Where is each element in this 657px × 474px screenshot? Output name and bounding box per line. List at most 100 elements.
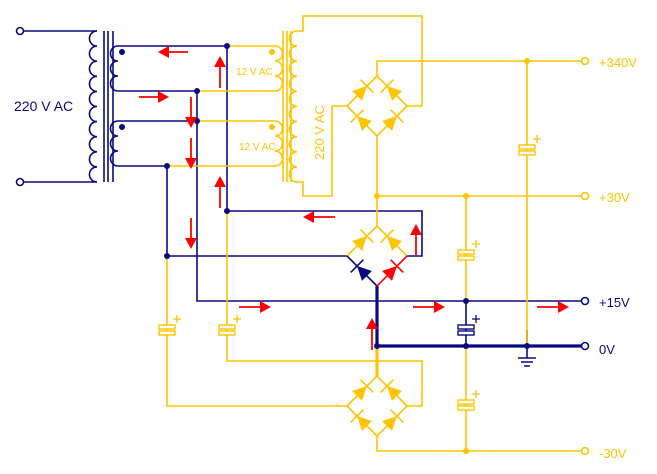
primary-winding [88,30,98,183]
current-arrow [214,56,226,88]
wire [226,46,423,257]
capacitor-plate-negative [457,255,475,261]
arrow-head [158,46,169,58]
plus-sign [173,315,181,323]
plus-sign [472,240,480,248]
lowvolt-winding-bottom [274,120,284,167]
diode-triangle [387,386,402,401]
output-label-plus340v: +340V [599,55,637,70]
junction-dot [463,448,469,454]
electrolytic-capacitor [518,135,541,156]
junction-dot [524,58,530,64]
diode-bar [380,229,394,243]
arrow-head [366,318,378,329]
diode [346,225,378,257]
wire [375,286,583,348]
junction-dot [119,49,125,55]
current-arrow [158,46,188,58]
diode-bar [390,409,404,423]
diode-bar [360,229,374,243]
secondary-top-voltage-label: 12 V AC [236,67,273,78]
diode-bar [380,379,394,393]
diode-bar [350,259,364,273]
current-arrow [139,91,169,103]
ground-icon [518,357,536,367]
arrow-head [434,301,445,313]
arrow-head [185,117,197,128]
current-arrow [185,138,197,169]
input-terminal-bottom [15,177,25,187]
diode [346,405,378,437]
diode [376,105,408,137]
arrow-head [185,158,197,169]
diode-bar [350,109,364,123]
junction-dot [374,343,380,349]
arrow-head [410,224,422,235]
secondary-winding-bottom [109,120,119,167]
output-label-plus15v: +15V [599,295,630,310]
junction-dot [269,49,275,55]
diode-bar [350,409,364,423]
diode [376,255,408,287]
arrow-head [558,301,569,313]
junction-dot [524,343,530,349]
output-terminal-minus30v [580,446,590,456]
junction-dot [194,88,200,94]
plus-sign [472,315,480,323]
current-arrow [303,211,335,223]
current-arrow [214,176,226,208]
current-arrow [413,301,445,313]
capacitor-plate-positive [457,249,475,255]
diode [346,255,378,287]
capacitor-plate-positive [158,324,176,330]
junction-dot [119,124,125,130]
capacitor-plate-negative [457,405,475,411]
electrolytic-capacitor [158,315,181,336]
junction-dot [224,208,230,214]
diode [376,75,408,107]
junction-dot [164,253,170,259]
primary-voltage-label: 220 V AC [14,98,73,114]
current-arrow [239,301,271,313]
junction-dot [374,193,380,199]
output-label-plus30v: +30V [599,190,630,205]
capacitor-plate-positive [218,324,236,330]
capacitor-plate-negative [158,330,176,336]
junction-dot [463,193,469,199]
diode [346,375,378,407]
highvolt-winding [288,30,298,183]
junction-dot [224,43,230,49]
current-arrow [410,224,422,255]
secondary-winding-top [109,45,119,92]
junction-dot [164,163,170,169]
plus-sign [233,315,241,323]
plus-sign [472,390,480,398]
arrow-head [214,176,226,187]
output-label-minus30v: -30V [599,446,627,461]
output-label-0v: 0V [599,342,615,357]
electrolytic-capacitor [457,315,480,336]
output-terminal-plus30v [580,191,590,201]
wire [226,211,423,407]
wire [376,436,583,452]
current-arrow [185,218,197,249]
diode-triangle [382,116,397,131]
current-arrow [185,97,197,128]
electrolytic-capacitor [457,390,480,411]
wire [297,105,347,197]
arrow-head [158,91,169,103]
diode-triangle [352,236,367,251]
electrolytic-capacitor [218,315,241,336]
junction-dot [463,298,469,304]
step-up-voltage-label: 220 V AC [312,105,327,160]
diode [346,105,378,137]
diode-triangle [387,86,402,101]
lowvolt-winding-top [274,45,284,92]
capacitor-plate-negative [218,330,236,336]
diode [376,225,408,257]
capacitor-plate-positive [457,324,475,330]
diode [376,405,408,437]
arrow-head [214,56,226,67]
current-arrow [366,318,378,350]
diode-triangle [382,416,397,431]
